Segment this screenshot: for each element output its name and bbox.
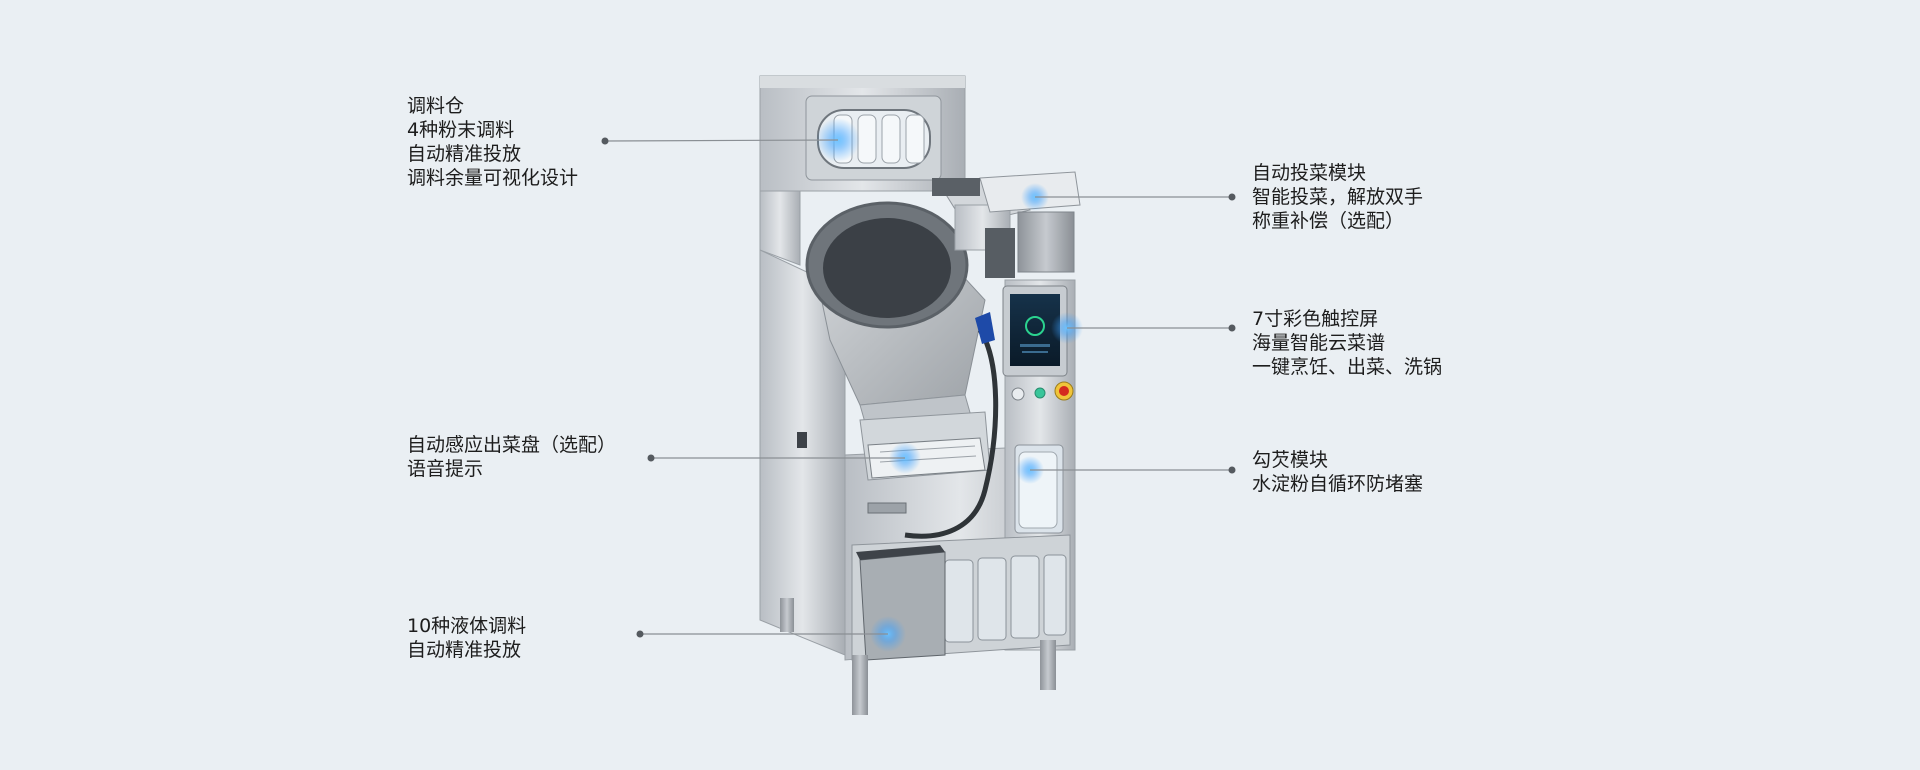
callout-title: 自动投菜模块 xyxy=(1252,162,1367,184)
auto-feeder xyxy=(932,171,1081,278)
seasoning-cabinet xyxy=(759,75,966,192)
callout-title: 自动感应出菜盘（选配） xyxy=(407,434,617,456)
callout-line: 称重补偿（选配） xyxy=(1252,210,1405,232)
callout-line: 调料余量可视化设计 xyxy=(407,167,579,189)
callout-line: 语音提示 xyxy=(407,458,484,480)
callout-liquid-seasoning: 10种液体调料 自动精准投放 xyxy=(407,614,526,662)
callout-auto-feeder: 自动投菜模块 智能投菜，解放双手 称重补偿（选配） xyxy=(1252,161,1423,233)
callout-line: 4种粉末调料 xyxy=(407,119,515,141)
callout-line: 智能投菜，解放双手 xyxy=(1252,186,1424,208)
callout-line: 自动精准投放 xyxy=(407,143,522,165)
leader-lines xyxy=(604,139,1232,635)
callout-touchscreen: 7寸彩色触控屏 海量智能云菜谱 一键烹饪、出菜、洗锅 xyxy=(1252,307,1442,379)
wok xyxy=(805,201,986,441)
callout-line: 自动精准投放 xyxy=(407,639,522,661)
callout-serving-tray: 自动感应出菜盘（选配） 语音提示 xyxy=(407,433,616,481)
leader-dots xyxy=(601,137,1236,638)
callout-line: 水淀粉自循环防堵塞 xyxy=(1252,473,1424,495)
callout-seasoning-bin: 调料仓 4种粉末调料 自动精准投放 调料余量可视化设计 xyxy=(407,94,578,190)
callout-line: 一键烹饪、出菜、洗锅 xyxy=(1252,356,1443,378)
callout-title: 7寸彩色触控屏 xyxy=(1252,308,1379,330)
callout-title: 勾芡模块 xyxy=(1252,449,1329,471)
callout-thickener: 勾芡模块 水淀粉自循环防堵塞 xyxy=(1252,448,1423,496)
callout-title: 调料仓 xyxy=(407,95,465,117)
callout-line: 海量智能云菜谱 xyxy=(1252,332,1386,354)
water-hose xyxy=(867,312,999,539)
thickener-module xyxy=(1014,444,1064,534)
serving-tray xyxy=(859,411,991,481)
control-panel xyxy=(1011,381,1074,401)
callout-title: 10种液体调料 xyxy=(407,615,527,637)
